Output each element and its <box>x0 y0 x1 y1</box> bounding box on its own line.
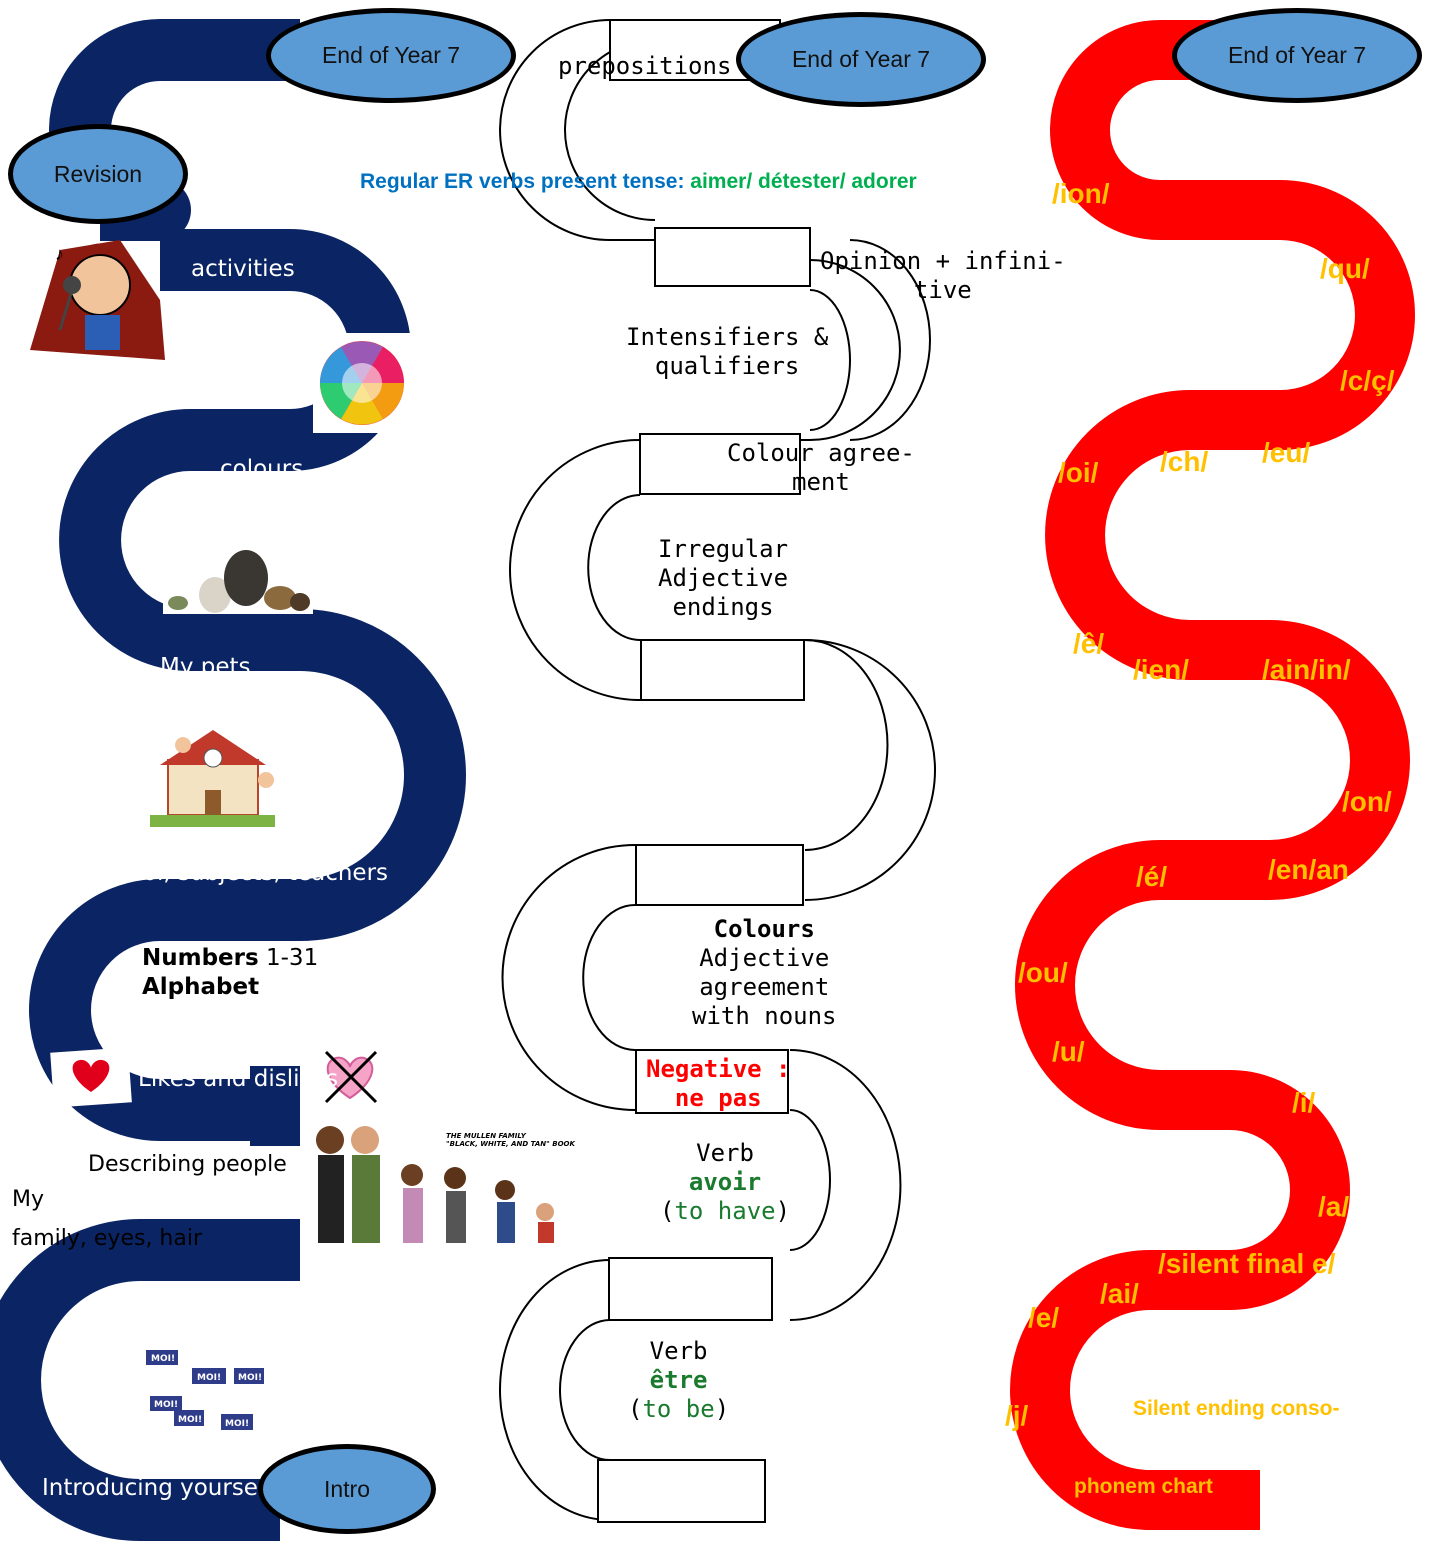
phoneme-c: /c/ç/ <box>1340 365 1395 396</box>
svg-text:MOI!: MOI! <box>151 1354 175 1364</box>
colours-line2: Adjective <box>699 944 830 972</box>
phoneme-u: /u/ <box>1052 1036 1085 1067</box>
right-end-of-year-oval[interactable]: End of Year 7 <box>1172 8 1422 103</box>
phonem-chart-label: phonem chart <box>1074 1475 1213 1498</box>
svg-text:MOI!: MOI! <box>154 1400 178 1410</box>
opinion-infinitive-label: Opinion + infini- tive <box>820 247 1066 305</box>
etre-line2: être <box>649 1366 708 1394</box>
intensifiers-label: Intensifiers & qualifiers <box>626 323 828 381</box>
family-caption-subtitle: "BLACK, WHITE, AND TAN" BOOK <box>446 1140 575 1148</box>
family-caption-title: THE MULLEN FAMILY <box>446 1132 526 1140</box>
svg-text:MOI!: MOI! <box>225 1419 249 1429</box>
phoneme-e-acute: /é/ <box>1136 861 1168 892</box>
phoneme-e: /e/ <box>1028 1302 1060 1333</box>
avoir-line3: to have <box>674 1197 776 1225</box>
etre-line3: to be <box>642 1395 715 1423</box>
left-end-label: End of Year 7 <box>321 42 461 68</box>
irregular-line1: Irregular <box>658 535 789 563</box>
phoneme-ai: /ai/ <box>1100 1278 1139 1309</box>
intensifiers-line2: qualifiers <box>654 352 800 380</box>
colours-adjective-label: Colours Adjective agreement with nouns <box>692 915 837 1031</box>
colours-line3: agreement <box>699 973 830 1001</box>
er-verbs-heading: Regular ER verbs present tense: aimer/ d… <box>360 170 917 194</box>
svg-text:MOI!: MOI! <box>238 1373 262 1383</box>
singer-cartoon-icon: ♪ <box>30 240 165 360</box>
svg-text:MOI!: MOI! <box>178 1415 202 1425</box>
crossed-heart-icon <box>324 1050 378 1104</box>
phoneme-silent-final-e: /silent final e/ <box>1158 1248 1336 1279</box>
topic-activities: activities <box>191 256 295 282</box>
phoneme-eu: /eu/ <box>1262 437 1311 468</box>
colour-wheel-icon <box>313 333 413 433</box>
intro-oval[interactable]: Intro <box>258 1444 436 1534</box>
numbers-label: Numbers <box>142 945 259 971</box>
negative-line1: Negative : <box>646 1055 791 1083</box>
phoneme-a: /a/ <box>1318 1191 1350 1222</box>
svg-text:MOI!: MOI! <box>197 1373 221 1383</box>
verb-avoir-label: Verb avoir (to have) <box>660 1139 791 1225</box>
prepositions-label: prepositions <box>558 52 732 80</box>
negative-line2: ne pas <box>674 1084 762 1112</box>
avoir-line1: Verb <box>696 1139 754 1167</box>
er-verbs-green: aimer/ détester/ adorer <box>690 170 917 193</box>
right-end-label: End of Year 7 <box>1227 42 1367 68</box>
left-end-of-year-oval[interactable]: End of Year 7 <box>266 8 516 103</box>
er-verbs-blue: Regular ER verbs present tense: <box>360 170 685 193</box>
phoneme-ou: /ou/ <box>1018 957 1068 988</box>
irregular-adjective-label: Irregular Adjective endings <box>658 535 788 622</box>
topic-colours: colours <box>220 456 304 482</box>
middle-end-of-year-oval[interactable]: End of Year 7 <box>736 12 986 107</box>
revision-label: Revision <box>53 160 143 187</box>
intensifiers-line1: Intensifiers & <box>626 323 829 351</box>
irregular-line2: Adjective <box>658 564 789 592</box>
phoneme-ien: /ien/ <box>1133 654 1190 685</box>
colours-line4: with nouns <box>692 1002 837 1030</box>
alphabet-label: Alphabet <box>142 974 260 1000</box>
phoneme-j: /j/ <box>1005 1400 1029 1431</box>
phoneme-qu: /qu/ <box>1320 253 1370 284</box>
heart-icon <box>50 1047 132 1108</box>
intro-label: Intro <box>323 1475 371 1502</box>
colours-line1: Colours <box>713 915 815 943</box>
family-book-caption: THE MULLEN FAMILY "BLACK, WHITE, AND TAN… <box>446 1132 575 1148</box>
avoir-line2: avoir <box>688 1168 762 1196</box>
revision-oval[interactable]: Revision <box>8 124 188 224</box>
numbers-range: 1-31 <box>266 945 319 971</box>
topic-school: School, subjects, teachers <box>87 860 389 886</box>
family-clipart-icon <box>312 1120 562 1245</box>
phoneme-ch: /ch/ <box>1160 446 1209 477</box>
school-clipart-icon <box>150 730 275 827</box>
phoneme-e-circumflex: /ê/ <box>1073 628 1105 659</box>
topic-likes-dislikes: Likes and dislikes <box>138 1066 339 1092</box>
middle-end-label: End of Year 7 <box>791 46 931 72</box>
phoneme-on: /on/ <box>1342 786 1392 817</box>
negative-label: Negative : ne pas <box>646 1055 791 1113</box>
phoneme-en-an: /en/an <box>1268 854 1349 885</box>
colour-agree-line2: ment <box>792 468 850 496</box>
colour-agree-line1: Colour agree- <box>727 439 915 467</box>
topic-describing-people: Describing people <box>88 1152 287 1177</box>
right-track <box>1010 20 1415 1530</box>
pets-photo-icon <box>163 548 313 614</box>
topic-introducing-yourself: Introducing yourself <box>42 1475 273 1501</box>
svg-text:♪: ♪ <box>55 244 64 264</box>
phoneme-i: /i/ <box>1292 1087 1316 1118</box>
verb-etre-label: Verb être (to be) <box>628 1337 730 1423</box>
etre-line1: Verb <box>649 1337 708 1365</box>
topic-numbers-alphabet: Numbers 1-31 Alphabet <box>142 944 318 1002</box>
opinion-line1: Opinion + infini- <box>820 247 1066 275</box>
colour-agreement-label: Colour agree- ment <box>727 439 915 497</box>
moi-signs-icon: MOI! MOI! MOI! MOI! MOI! MOI! <box>146 1350 264 1430</box>
phoneme-ion: /ion/ <box>1052 178 1110 209</box>
opinion-line2: tive <box>913 276 972 304</box>
phoneme-oi: /oi/ <box>1058 457 1099 488</box>
topic-family-line2: family, eyes, hair <box>12 1226 203 1251</box>
silent-consonants-label: Silent ending conso- <box>1133 1397 1340 1420</box>
phoneme-ain-in: /ain/in/ <box>1262 654 1351 685</box>
topic-family-line1: My <box>12 1187 45 1212</box>
middle-track <box>499 19 936 1523</box>
irregular-line3: endings <box>672 593 774 621</box>
topic-my-pets: My pets <box>160 654 251 680</box>
